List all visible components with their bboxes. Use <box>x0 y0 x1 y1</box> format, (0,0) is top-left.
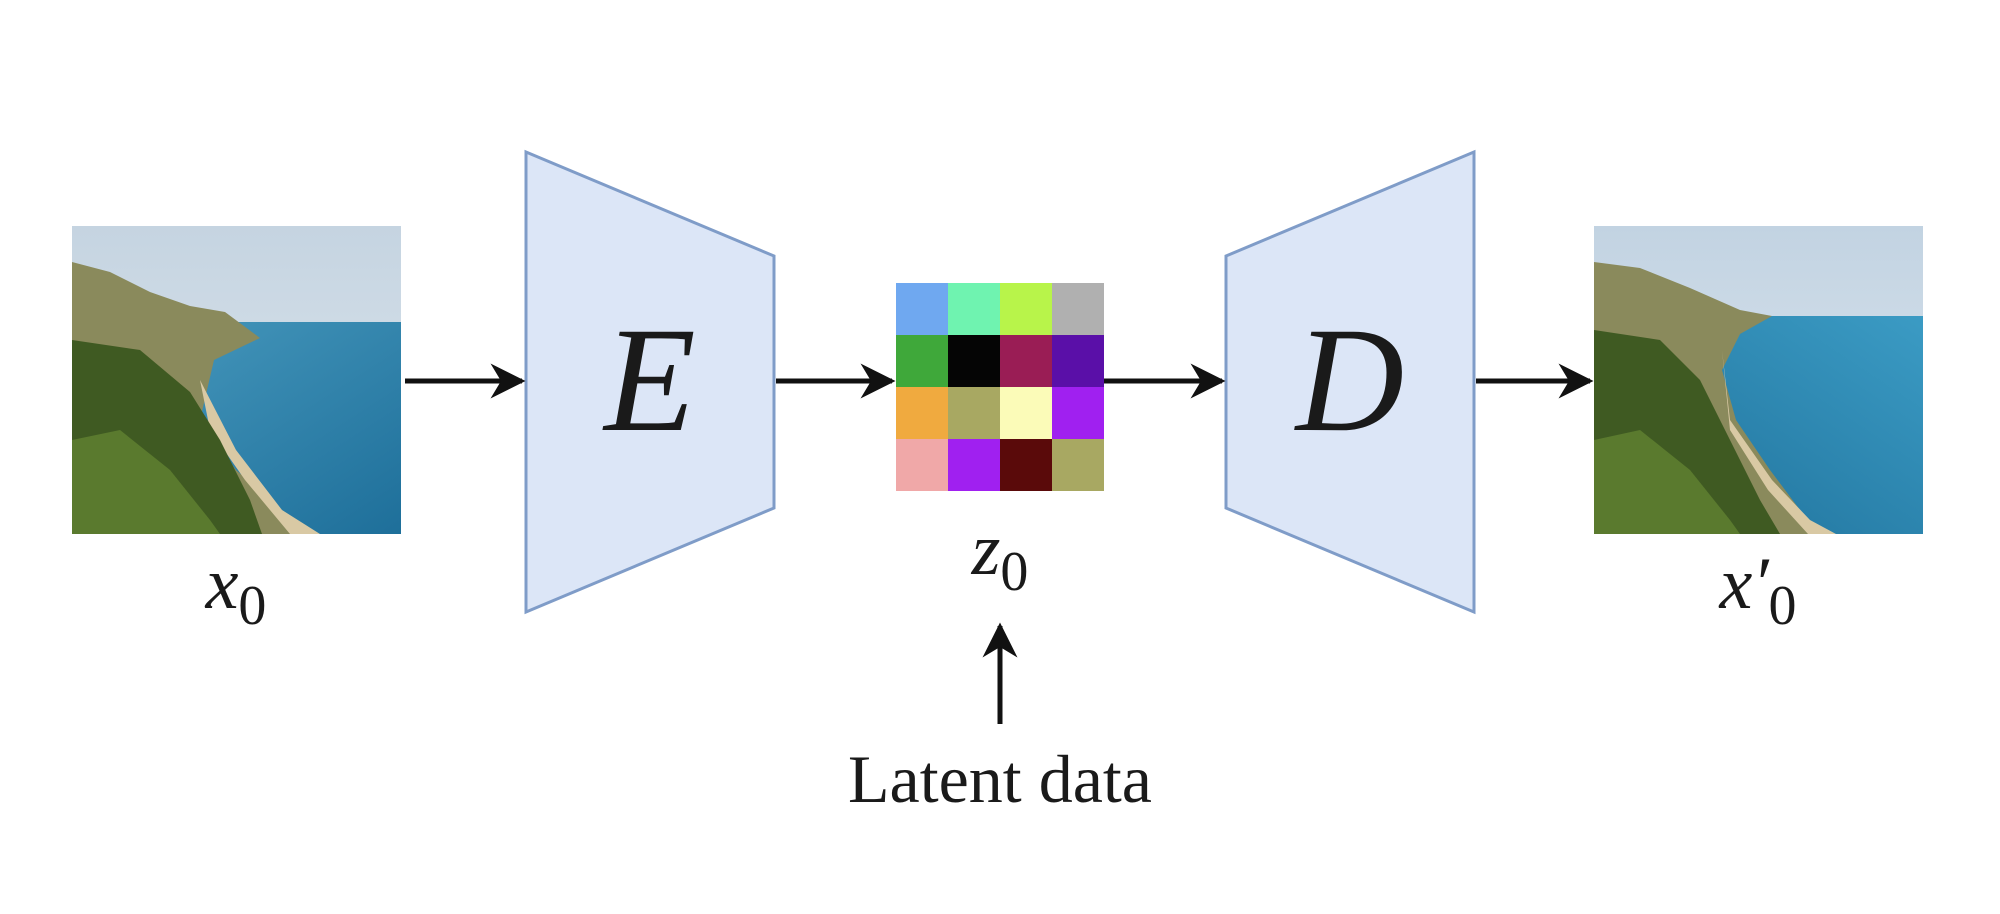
output-label: x′0 <box>1718 543 1796 637</box>
latent-cell-r3-c1 <box>948 439 1000 491</box>
latent-cell-r2-c3 <box>1052 387 1104 439</box>
latent-cell-r0-c2 <box>1000 283 1052 335</box>
latent-cell-r1-c0 <box>896 335 948 387</box>
latent-cell-r0-c3 <box>1052 283 1104 335</box>
decoder-label: D <box>1294 297 1404 463</box>
latent-cell-r1-c2 <box>1000 335 1052 387</box>
encoder-block <box>524 149 776 615</box>
latent-cell-r1-c1 <box>948 335 1000 387</box>
latent-cell-r3-c3 <box>1052 439 1104 491</box>
latent-grid <box>896 283 1104 491</box>
latent-cell-r2-c0 <box>896 387 948 439</box>
decoder-block <box>1224 149 1476 615</box>
latent-cell-r0-c1 <box>948 283 1000 335</box>
latent-cell-r2-c2 <box>1000 387 1052 439</box>
latent-label: z0 <box>971 509 1029 603</box>
latent-cell-r3-c0 <box>896 439 948 491</box>
encoder-label: E <box>602 297 696 463</box>
input-image <box>72 226 401 534</box>
latent-cell-r1-c3 <box>1052 335 1104 387</box>
input-label: x0 <box>205 543 267 637</box>
latent-cell-r2-c1 <box>948 387 1000 439</box>
output-image <box>1594 226 1923 534</box>
latent-cell-r0-c0 <box>896 283 948 335</box>
latent-cell-r3-c2 <box>1000 439 1052 491</box>
latent-caption: Latent data <box>848 741 1152 817</box>
